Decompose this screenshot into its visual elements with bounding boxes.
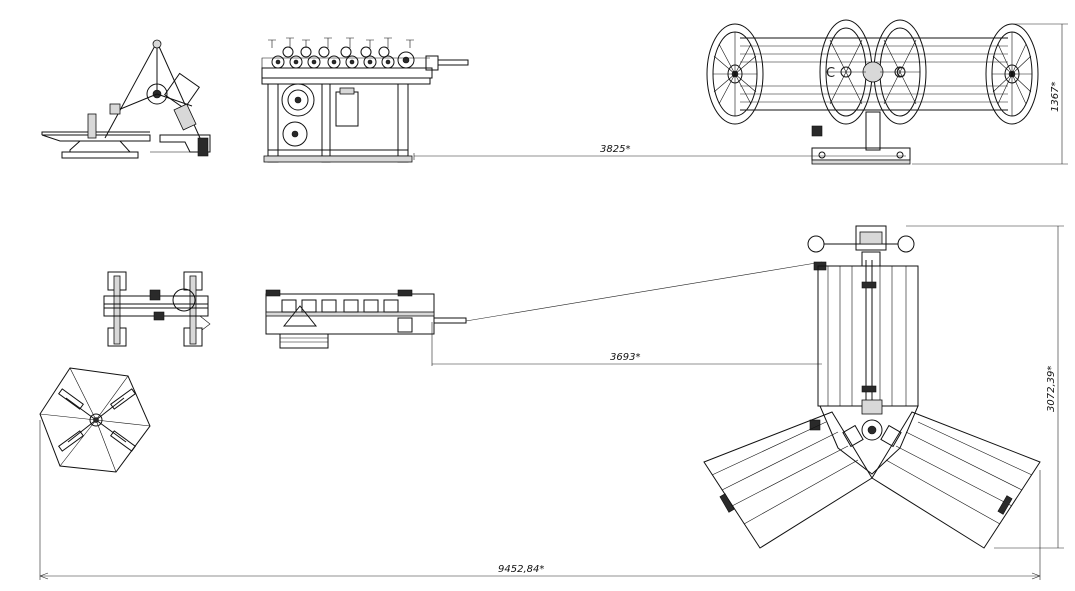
dimension-3072: 3072,39* (906, 225, 1064, 549)
dimension-3825: 3825* (413, 144, 906, 160)
hex-reel-plan-view (39, 367, 151, 473)
dimension-9452-label: 9452,84* (498, 564, 544, 575)
dimension-3072-label: 3072,39* (1046, 366, 1057, 412)
dimension-1367: 1367* (912, 23, 1068, 165)
straightener-side-view (261, 37, 469, 163)
cage-plan-view (703, 225, 1041, 549)
svg-text:C: C (826, 66, 835, 81)
dimension-3825-label: 3825* (600, 144, 630, 155)
payoff-stand-side-view (41, 39, 211, 159)
cage-side-view: C C (706, 19, 1039, 165)
dimension-1367-label: 1367* (1050, 82, 1061, 112)
svg-text:C: C (896, 66, 905, 81)
payoff-stand-plan-view (103, 271, 211, 347)
dimension-9452: 9452,84* (39, 420, 1041, 580)
dimension-3693-label: 3693* (610, 352, 640, 363)
dimension-3693: 3693* (431, 261, 823, 366)
straightener-plan-view (265, 289, 467, 349)
